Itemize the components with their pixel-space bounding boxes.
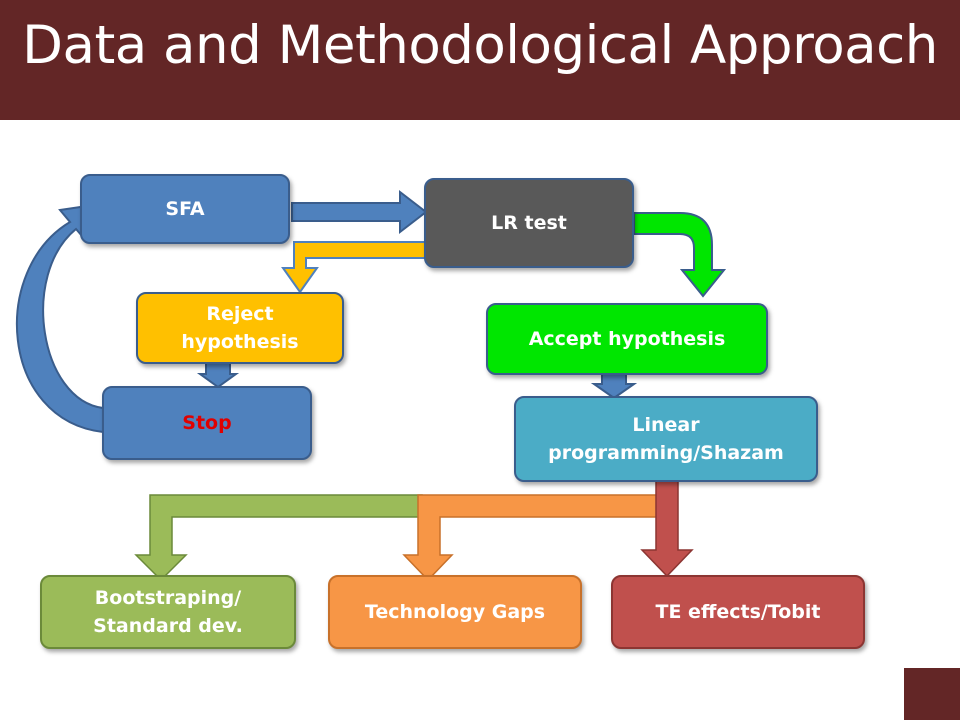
arrow-sfa-to-lr — [291, 189, 428, 235]
te-effects-label: TE effects/Tobit — [655, 601, 821, 623]
arrow-linear-to-techgaps — [402, 494, 663, 582]
stop-box: Stop — [102, 386, 312, 460]
arrow-accept-to-linear — [590, 373, 638, 400]
arrow-linear-to-te — [640, 479, 694, 578]
sfa-label: SFA — [165, 198, 205, 220]
stop-label: Stop — [182, 412, 232, 434]
corner-block — [904, 668, 960, 720]
technology-gaps-box: Technology Gaps — [328, 575, 582, 649]
linear-programming-label: Linear programming/Shazam — [548, 414, 784, 464]
lr-test-label: LR test — [491, 212, 567, 234]
linear-programming-box: Linear programming/Shazam — [514, 396, 818, 482]
arrow-lr-to-accept — [633, 212, 727, 298]
bootstrap-box: Bootstraping/ Standard dev. — [40, 575, 296, 649]
arrow-reject-to-stop — [196, 362, 240, 389]
reject-hypothesis-box: Reject hypothesis — [136, 292, 344, 364]
arrow-linear-to-bootstrap — [134, 494, 423, 582]
bootstrap-label: Bootstraping/ Standard dev. — [93, 587, 243, 637]
reject-hypothesis-label: Reject hypothesis — [181, 303, 299, 353]
sfa-box: SFA — [80, 174, 290, 244]
accept-hypothesis-label: Accept hypothesis — [528, 328, 726, 350]
slide-title: Data and Methodological Approach — [22, 15, 938, 76]
loop-arrow-stop-to-sfa — [16, 203, 104, 434]
title-banner — [0, 0, 960, 120]
lr-test-box: LR test — [424, 178, 634, 268]
technology-gaps-label: Technology Gaps — [364, 601, 546, 623]
te-effects-box: TE effects/Tobit — [611, 575, 865, 649]
arrow-lr-to-reject — [281, 241, 427, 294]
accept-hypothesis-box: Accept hypothesis — [486, 303, 768, 375]
